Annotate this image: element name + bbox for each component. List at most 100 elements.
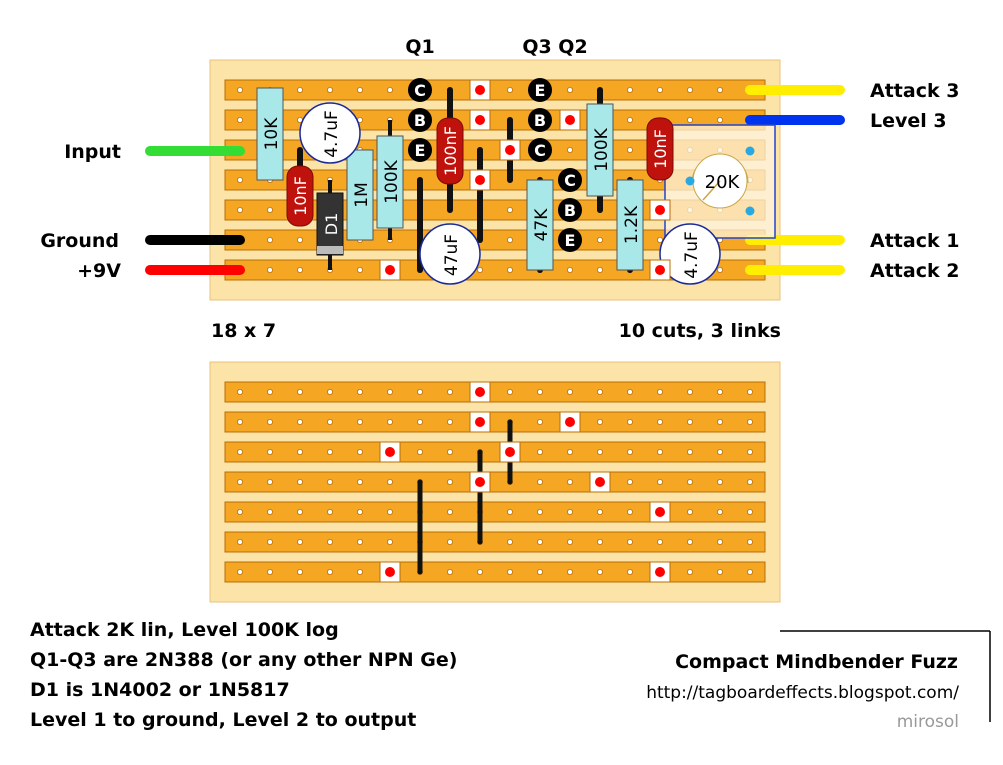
- top-hole: [236, 87, 243, 94]
- top-hole: [627, 146, 634, 153]
- svg-text:B: B: [534, 111, 546, 130]
- bottom-hole: [597, 418, 604, 425]
- bottom-hole: [597, 448, 604, 455]
- q3-pin-e: E: [528, 78, 552, 102]
- bottom-hole: [446, 508, 453, 515]
- bottom-hole: [687, 569, 694, 576]
- svg-text:B: B: [414, 111, 426, 130]
- top-hole: [597, 266, 604, 273]
- bottom-hole: [296, 539, 303, 546]
- attack1-label: Attack 1: [870, 230, 959, 252]
- bottom-hole: [687, 448, 694, 455]
- top-hole: [657, 87, 664, 94]
- bottom-hole: [506, 569, 513, 576]
- bottom-hole: [356, 539, 363, 546]
- q3q2-label: Q3 Q2: [522, 36, 587, 58]
- svg-text:C: C: [534, 141, 546, 160]
- top-hole: [567, 266, 574, 273]
- bottom-hole: [627, 388, 634, 395]
- bottom-hole: [446, 478, 453, 485]
- top-hole: [296, 266, 303, 273]
- top-hole: [266, 266, 273, 273]
- bottom-hole: [236, 448, 243, 455]
- svg-text:E: E: [415, 141, 426, 160]
- top-strip-cut: [649, 259, 671, 281]
- top-hole: [506, 236, 513, 243]
- bottom-hole: [747, 539, 754, 546]
- bottom-hole: [326, 388, 333, 395]
- bottom-hole: [537, 418, 544, 425]
- bottom-strip-5: [224, 501, 766, 523]
- bottom-hole: [236, 569, 243, 576]
- bottom-strip-cut: [469, 411, 491, 433]
- top-hole: [506, 206, 513, 213]
- bottom-strip-cut: [469, 471, 491, 493]
- bottom-hole: [657, 418, 664, 425]
- bottom-hole: [506, 388, 513, 395]
- bottom-hole: [597, 539, 604, 546]
- pot-20k-label: 20K: [705, 172, 741, 193]
- bottom-hole: [627, 448, 634, 455]
- svg-text:B: B: [564, 201, 576, 220]
- cap-100nf: 100nF: [436, 117, 464, 185]
- svg-text:100nF: 100nF: [441, 126, 460, 176]
- q3-pin-c: C: [528, 138, 552, 162]
- bottom-strip-4: [224, 471, 766, 493]
- top-hole: [717, 87, 724, 94]
- svg-text:C: C: [564, 171, 576, 190]
- pot-20k: 20K: [664, 124, 776, 239]
- bottom-hole: [386, 478, 393, 485]
- bottom-hole: [356, 388, 363, 395]
- bottom-hole: [266, 539, 273, 546]
- svg-text:10K: 10K: [262, 117, 282, 151]
- bottom-strip-cut: [589, 471, 611, 493]
- bottom-hole: [506, 508, 513, 515]
- bottom-hole: [266, 478, 273, 485]
- bottom-hole: [747, 569, 754, 576]
- top-hole: [356, 266, 363, 273]
- bottom-hole: [386, 418, 393, 425]
- top-hole: [567, 146, 574, 153]
- svg-text:100K: 100K: [382, 159, 402, 203]
- bottom-hole: [446, 418, 453, 425]
- top-hole: [657, 236, 664, 243]
- svg-text:E: E: [535, 81, 546, 100]
- bottom-hole: [416, 388, 423, 395]
- bottom-hole: [597, 388, 604, 395]
- bottom-hole: [717, 539, 724, 546]
- q1-pin-e: E: [408, 138, 432, 162]
- cap-47uf: 47uF: [419, 223, 481, 285]
- cap-10nf-a: 10nF: [286, 165, 314, 227]
- resistor-47k: 47K: [526, 179, 554, 271]
- top-strip-cut: [469, 109, 491, 131]
- bottom-hole: [356, 508, 363, 515]
- top-hole: [476, 266, 483, 273]
- attack2-label: Attack 2: [870, 260, 959, 282]
- q2-pin-e: E: [558, 228, 582, 252]
- bottom-hole: [717, 448, 724, 455]
- bottom-hole: [537, 508, 544, 515]
- bottom-hole: [506, 539, 513, 546]
- bottom-strip-cut: [649, 561, 671, 583]
- cuts-links-label: 10 cuts, 3 links: [619, 320, 781, 342]
- level3-label: Level 3: [870, 110, 947, 132]
- bottom-hole: [567, 508, 574, 515]
- bottom-hole: [687, 508, 694, 515]
- top-strip-1: [224, 79, 766, 101]
- svg-text:10nF: 10nF: [291, 176, 310, 216]
- top-hole: [687, 87, 694, 94]
- q3-pin-b: B: [528, 108, 552, 132]
- bottom-hole: [446, 448, 453, 455]
- top-hole: [567, 87, 574, 94]
- credit-author: mirosol: [897, 712, 959, 732]
- attack3-label: Attack 3: [870, 80, 959, 102]
- bottom-hole: [747, 478, 754, 485]
- q1-label: Q1: [405, 36, 434, 58]
- bottom-hole: [747, 448, 754, 455]
- ground-label: Ground: [40, 230, 119, 252]
- svg-text:47uF: 47uF: [442, 234, 462, 276]
- bottom-hole: [326, 569, 333, 576]
- bottom-hole: [567, 388, 574, 395]
- top-hole: [597, 236, 604, 243]
